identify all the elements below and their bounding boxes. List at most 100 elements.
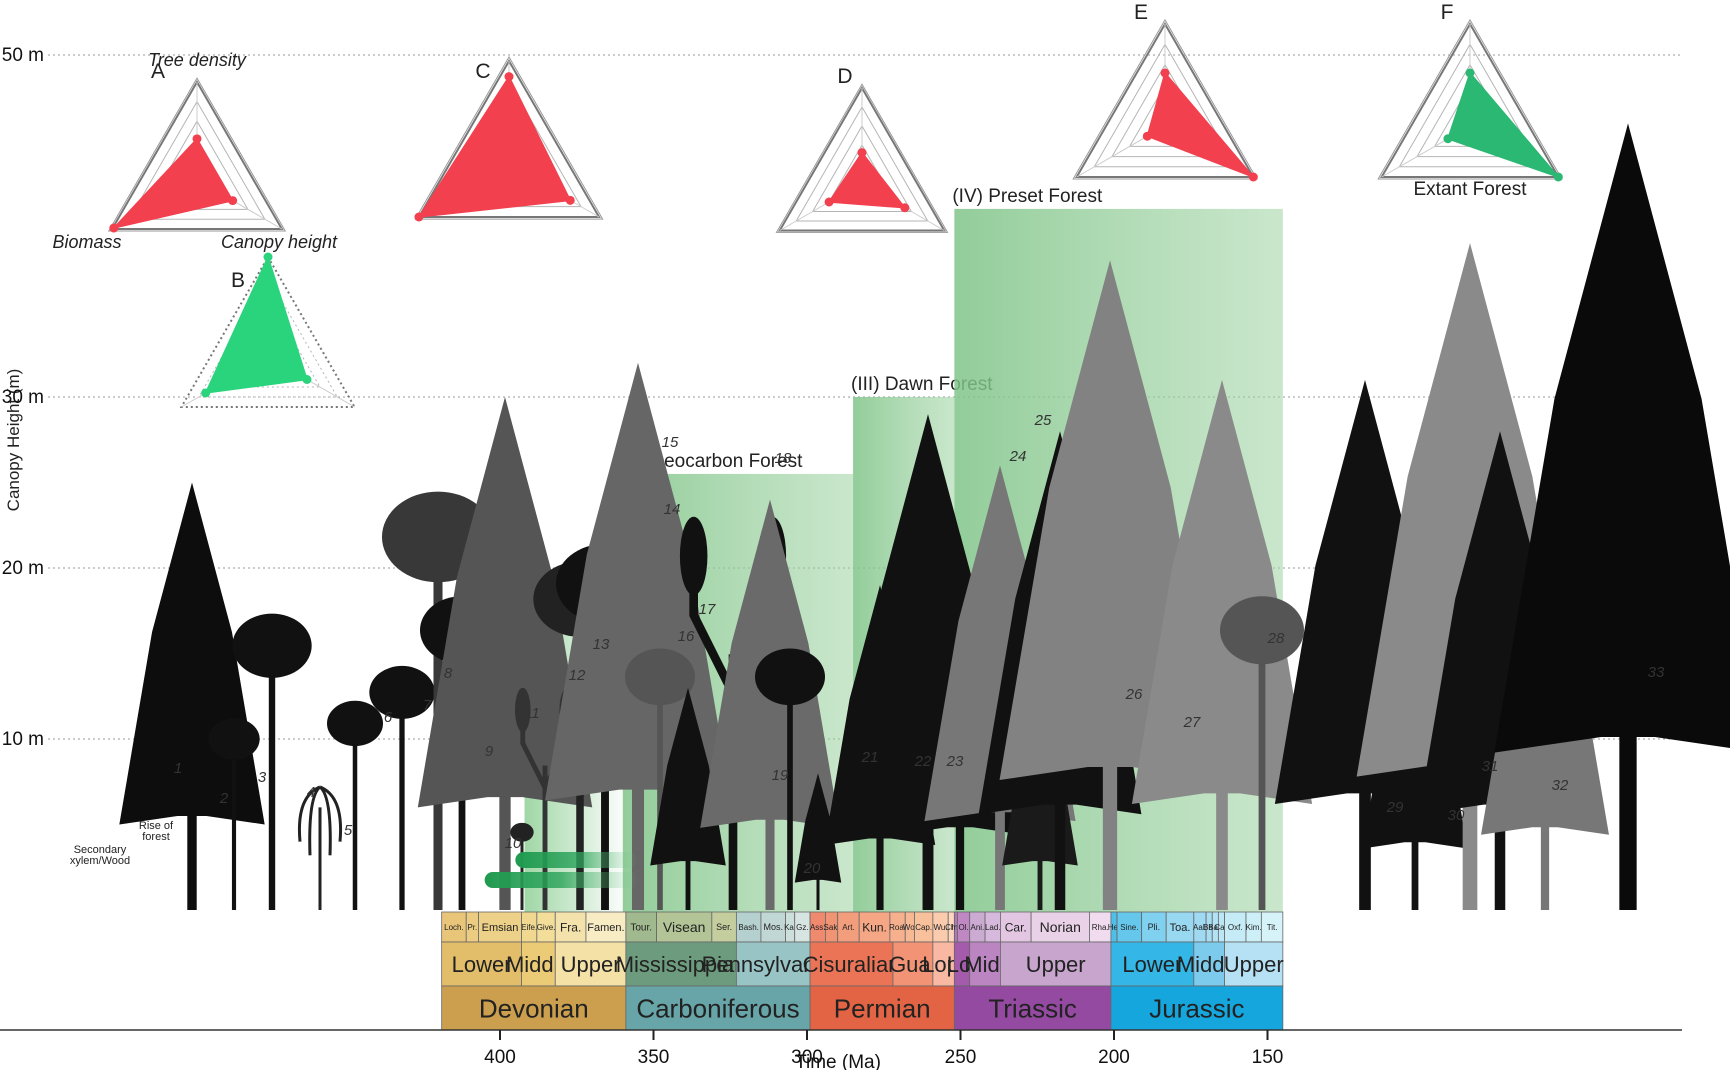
tree-number-label: 4 <box>307 784 315 801</box>
radar-value-point <box>1160 68 1170 78</box>
tree-number-label: 31 <box>1482 758 1499 775</box>
radar-value-point <box>1248 172 1258 182</box>
age-label: Rha. <box>1092 923 1109 932</box>
tree-number-label: 29 <box>1386 799 1404 816</box>
tree-number-label: 15 <box>662 434 679 451</box>
tree-number-label: 19 <box>772 767 789 784</box>
tree-number-label: 10 <box>505 835 522 852</box>
epoch-unit <box>1193 941 1225 987</box>
tree-number-label: 33 <box>1648 664 1665 681</box>
epoch-label: Gua. <box>889 952 937 977</box>
radar-chart: F Extant Forest <box>1377 1 1563 200</box>
radar-value-point <box>228 196 238 206</box>
x-tick-label: 400 <box>484 1047 516 1068</box>
age-unit <box>1030 911 1090 943</box>
x-tick-label: 200 <box>1098 1047 1130 1068</box>
tree-silhouette <box>297 785 343 910</box>
radar-panel-letter: F <box>1441 1 1454 24</box>
age-label: Bash. <box>738 923 758 932</box>
radar-value-area <box>827 151 907 209</box>
tree-silhouette <box>119 482 265 910</box>
radar-panel-letter: C <box>475 60 490 83</box>
radar-chart: B <box>179 252 357 408</box>
x-axis-label: Time (Ma) <box>795 1052 881 1070</box>
period-unit <box>1110 985 1284 1031</box>
radar-value-point <box>1553 172 1563 182</box>
tree-number-label: 24 <box>1009 448 1027 465</box>
tree-number-label: 2 <box>219 790 229 807</box>
radar-value-point <box>263 252 273 262</box>
age-label: Tit. <box>1267 923 1278 932</box>
event-bar <box>515 852 639 868</box>
epoch-unit <box>969 941 1001 987</box>
epoch-unit <box>441 941 522 987</box>
age-label: Tour. <box>630 923 652 934</box>
tree-number-label: 13 <box>593 636 610 653</box>
tree-silhouette <box>326 700 384 910</box>
tree-silhouette <box>754 648 826 910</box>
age-label: Lad. <box>985 923 1001 932</box>
y-tick-label: 10 m <box>2 729 44 750</box>
radar-panel-letter: B <box>231 269 245 292</box>
tree-number-label: 27 <box>1183 714 1201 731</box>
radar-value-area <box>204 254 308 394</box>
tree-number-label: 16 <box>678 628 695 645</box>
age-label: Wu. <box>934 923 948 932</box>
tree-silhouette <box>1219 596 1305 910</box>
y-tick-label: 20 m <box>2 558 44 579</box>
radar-value-point <box>857 148 867 158</box>
epoch-label: Lower <box>452 952 512 977</box>
age-label: Pli. <box>1148 922 1161 932</box>
x-tick-label: 150 <box>1252 1047 1284 1068</box>
radar-value-area <box>1146 71 1254 178</box>
event-bar <box>484 872 639 888</box>
age-label: Sine. <box>1120 923 1138 932</box>
age-label: Bat. <box>1208 923 1222 932</box>
tree-silhouette <box>1494 123 1730 910</box>
period-unit <box>441 985 627 1031</box>
tree-silhouette <box>369 665 435 910</box>
period-label: Carboniferous <box>636 993 799 1023</box>
radar-value-point <box>900 203 910 213</box>
age-label: Ser. <box>716 922 732 932</box>
epoch-label: Mississippian <box>616 952 747 977</box>
tree-number-label: 20 <box>803 860 821 877</box>
period-label: Permian <box>834 993 931 1023</box>
period-unit <box>809 985 955 1031</box>
age-label: Give. <box>537 923 556 932</box>
tree-number-label: 9 <box>485 743 494 760</box>
age-unit <box>735 911 762 943</box>
age-label: Visean <box>663 919 706 935</box>
period-label: Triassic <box>988 993 1077 1023</box>
age-label: Wo. <box>903 923 917 932</box>
tree-number-label: 18 <box>775 450 792 467</box>
age-label: Toa. <box>1170 922 1191 934</box>
age-label: He. <box>1108 923 1120 932</box>
y-tick-label: 50 m <box>2 45 44 66</box>
radar-value-point <box>1443 134 1453 144</box>
tree-silhouette <box>1131 379 1313 910</box>
radar-value-point <box>109 223 119 233</box>
age-label: Ba. <box>1203 923 1215 932</box>
age-label: Car. <box>1005 920 1027 934</box>
tree-number-label: 6 <box>384 709 393 726</box>
age-label: Emsian <box>482 922 519 934</box>
y-axis-label: Canopy Height (m) <box>4 369 23 512</box>
radar-value-point <box>565 195 575 205</box>
epoch-unit <box>1110 941 1195 987</box>
radar-chart: D <box>775 65 949 233</box>
age-label: Oxf. <box>1228 923 1243 932</box>
epoch-unit <box>1000 941 1112 987</box>
tree-number-label: 21 <box>861 749 879 766</box>
tree-number-label: 3 <box>258 769 267 786</box>
radar-caption: Extant Forest <box>1414 179 1528 200</box>
age-label: Kun. <box>862 920 887 934</box>
epoch-label: Upper <box>1026 952 1086 977</box>
radar-value-point <box>414 212 424 222</box>
tree-number-label: 5 <box>344 822 353 839</box>
period-unit <box>953 985 1112 1031</box>
radar-value-point <box>1465 68 1475 78</box>
tree-silhouette <box>232 613 312 910</box>
tree-number-label: 11 <box>524 705 540 722</box>
